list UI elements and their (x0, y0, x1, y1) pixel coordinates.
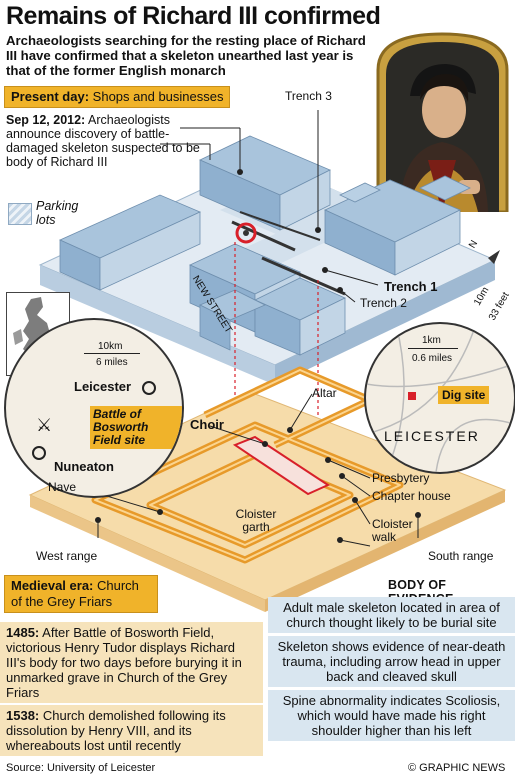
history-text: Church demolished following its dissolut… (6, 708, 226, 753)
history-1538: 1538: Church demolished following its di… (0, 705, 263, 758)
choir-label: Choir (190, 417, 224, 432)
history-1485: 1485: After Battle of Bosworth Field, vi… (0, 622, 263, 705)
leicester-marker (142, 381, 156, 395)
nave-label: Nave (48, 480, 77, 494)
history-year: 1485: (6, 625, 40, 640)
right-scale-mi: 0.6 miles (412, 353, 453, 364)
medieval-lead: Medieval era: (11, 578, 94, 593)
medieval-banner: Medieval era: Church of the Grey Friars (4, 575, 158, 613)
subtitle: Archaeologists searching for the resting… (6, 33, 366, 78)
west-range-label: West range (36, 549, 98, 563)
credit-note: © GRAPHIC NEWS (408, 762, 506, 774)
medieval-text: Church of the Grey Friars (11, 578, 139, 609)
trench-3-label: Trench 3 (285, 89, 332, 103)
evidence-item: Spine abnormality indicates Scoliosis, w… (268, 690, 515, 741)
crossed-swords-icon: ⚔ (36, 415, 53, 435)
left-scale-mi: 6 miles (96, 357, 128, 368)
cloister-walk-label: Cloister walk (372, 517, 413, 544)
evidence-item: Adult male skeleton located in area of c… (268, 597, 515, 633)
present-day-banner: Present day: Shops and businesses (4, 86, 231, 108)
evidence-item: Skeleton shows evidence of near-death tr… (268, 636, 515, 687)
site-illustration (28, 110, 507, 612)
dig-site-marker (408, 392, 416, 400)
altar-label: Altar (312, 386, 337, 400)
right-scale-bar (408, 348, 458, 349)
chapter-house-label: Chapter house (372, 489, 451, 503)
left-locator-map: 10km 6 miles Leicester ⚔ Battle of Boswo… (4, 318, 184, 498)
discovery-note: Sep 12, 2012: Archaeologists announce di… (6, 113, 202, 169)
trench-1-label: Trench 1 (384, 279, 438, 294)
parking-swatch (8, 203, 32, 225)
history-year: 1538: (6, 708, 40, 723)
history-panel: 1485: After Battle of Bosworth Field, vi… (0, 622, 263, 758)
page-title: Remains of Richard III confirmed (6, 2, 381, 30)
presbytery-label: Presbytery (372, 471, 430, 485)
parking-label: Parking lots (36, 199, 79, 227)
nuneaton-marker (32, 446, 46, 460)
left-scale-bar (84, 353, 140, 354)
left-scale-km: 10km (98, 341, 123, 352)
battle-label: Battle of Bosworth Field site (90, 406, 182, 449)
right-scale-km: 1km (422, 335, 441, 346)
trench-2-label: Trench 2 (360, 296, 407, 310)
nuneaton-label: Nuneaton (54, 459, 114, 474)
dig-site-label: Dig site (438, 386, 490, 404)
source-note: Source: University of Leicester (6, 762, 156, 774)
city-label: LEICESTER (384, 428, 480, 444)
discovery-text: Archaeologists announce discovery of bat… (6, 113, 200, 169)
leicester-label: Leicester (74, 379, 132, 394)
discovery-date: Sep 12, 2012: (6, 113, 86, 127)
evidence-panel: Adult male skeleton located in area of c… (268, 597, 515, 744)
cloister-garth-label: Cloister garth (235, 507, 277, 534)
right-locator-map: 1km 0.6 miles Dig site LEICESTER (364, 322, 515, 474)
present-day-lead: Present day: (11, 89, 90, 104)
south-range-label: South range (428, 549, 494, 563)
history-text: After Battle of Bosworth Field, victorio… (6, 625, 242, 700)
present-day-text: Shops and businesses (92, 89, 224, 104)
